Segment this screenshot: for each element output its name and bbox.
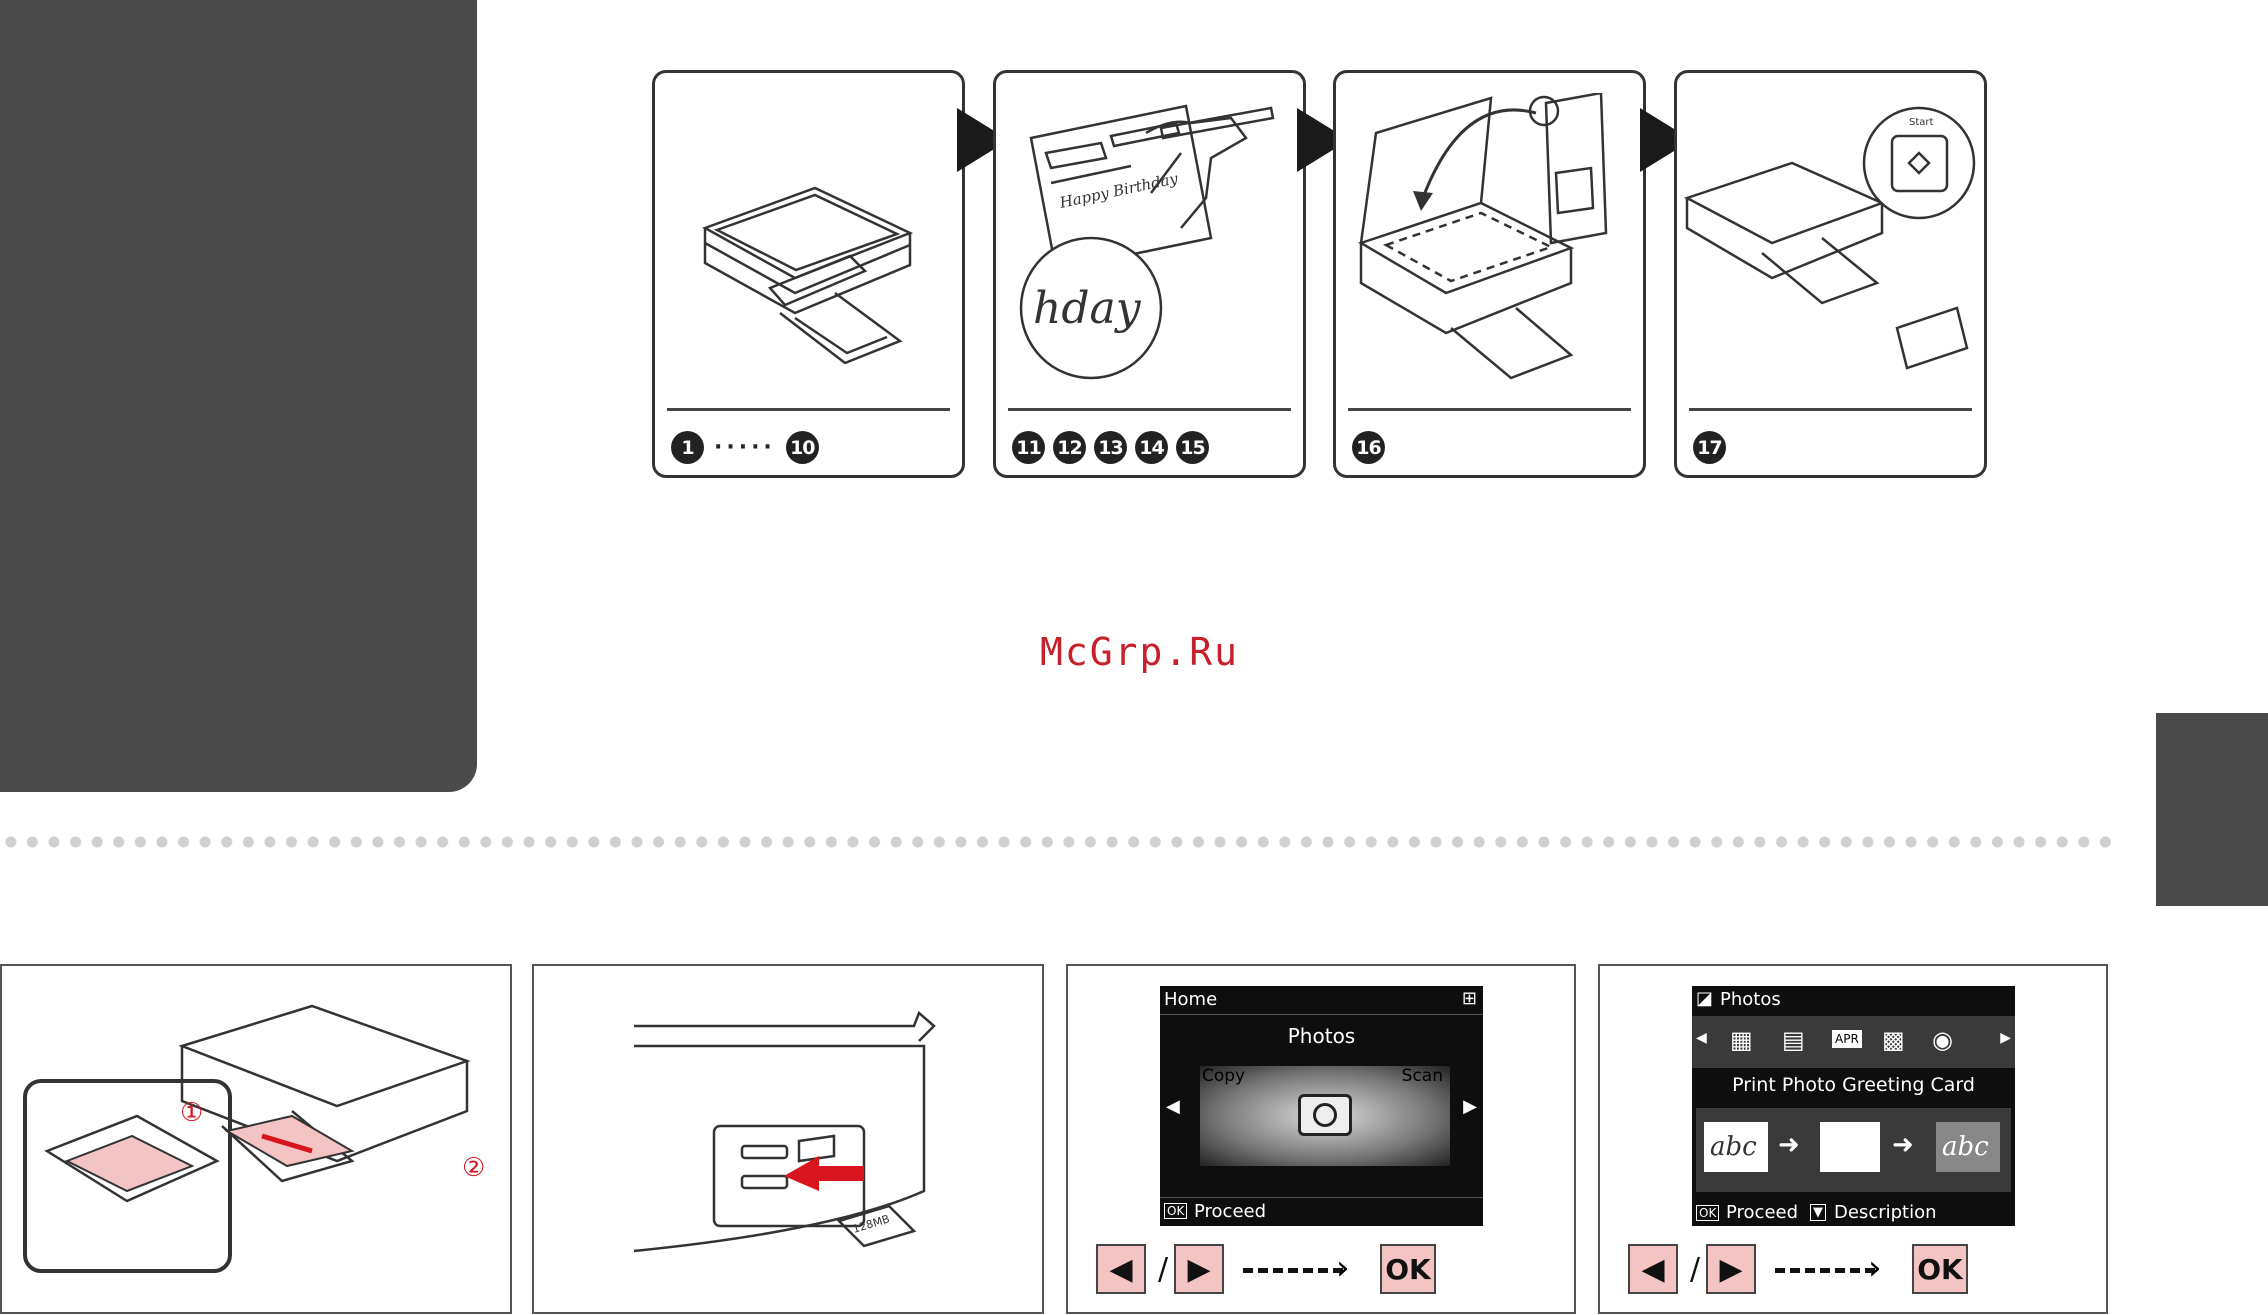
disc-icon[interactable]: ◉ [1932,1026,1953,1054]
step-range-dots: ····· [714,435,776,460]
panel-insert-card: 128MB [532,964,1044,1314]
layout-mode-icon[interactable]: ▤ [1782,1026,1805,1054]
scroll-right-icon[interactable]: ▶ [2000,1030,2011,1046]
network-icon: ⊞ [1462,988,1477,1009]
option-scan[interactable]: Scan [1402,1066,1443,1086]
screen-title: Print Photo Greeting Card [1692,1074,2015,1096]
start-label: Start [1909,117,1934,128]
step-number: 14 [1135,431,1168,464]
left-key-button[interactable]: ◀ [1628,1244,1678,1294]
paper-cassette-illustration: ① ② [22,1001,502,1291]
sample-output: abc [1936,1122,2000,1172]
option-copy[interactable]: Copy [1202,1066,1245,1086]
slash-separator: / [1158,1252,1168,1287]
screen-header: Home [1164,989,1217,1010]
step-box-2: Happy Birthday hday 11 12 13 14 15 [993,70,1306,478]
memory-card-slot-illustration: 128MB [634,1011,974,1291]
dashed-arrow [1243,1268,1343,1273]
step-number: 11 [1012,431,1045,464]
dotted-divider [0,835,2120,849]
card-text: Happy Birthday [1057,169,1180,212]
step-box-1: 1 ····· 10 [652,70,965,478]
step-number: 17 [1693,431,1726,464]
screen-header: Photos [1720,989,1781,1010]
down-arrow-icon: ▼ [1810,1204,1826,1221]
footer-proceed: Proceed [1194,1201,1266,1222]
step-numbers: 16 [1352,431,1385,464]
callout-2: ② [462,1153,485,1183]
step-box-4: Start 17 [1674,70,1987,478]
footer-description: Description [1834,1202,1937,1223]
camera-icon [1298,1094,1352,1136]
ok-badge: OK [1164,1203,1187,1219]
lcd-photos-screen: ◪ Photos ◀ ▦ ▤ APR ▩ ◉ ▶ Print Photo Gre… [1692,986,2015,1226]
photos-icon: ◪ [1696,988,1713,1009]
sample-handwriting: abc [1704,1122,1768,1172]
left-key-button[interactable]: ◀ [1096,1244,1146,1294]
step-number: 10 [786,431,819,464]
arrow-head-icon: › [1336,1248,1350,1288]
print-start-illustration: Start [1682,103,1982,383]
arrow-head-icon: › [1868,1248,1882,1288]
right-key-button[interactable]: ▶ [1174,1244,1224,1294]
screen-title: Photos [1160,1024,1483,1048]
ok-button[interactable]: OK [1912,1244,1968,1294]
step-number: 1 [671,431,704,464]
arrow-icon: ➜ [1778,1130,1800,1160]
template-icon [1820,1122,1880,1172]
step-divider [1689,408,1972,411]
watermark-text: McGrp.Ru [1040,630,1239,674]
step-divider [1008,408,1291,411]
lcd-home-screen: Home ⊞ Photos Copy Scan ◀ ▶ OK Proceed [1160,986,1483,1226]
panel-home-screen: Home ⊞ Photos Copy Scan ◀ ▶ OK Proceed ◀… [1066,964,1576,1314]
step-divider [1348,408,1631,411]
ok-badge: OK [1696,1205,1719,1221]
step-number: 12 [1053,431,1086,464]
scroll-right-icon[interactable]: ▶ [1463,1096,1477,1117]
panel-load-paper: ① ② [0,964,512,1314]
scroll-left-icon[interactable]: ◀ [1166,1096,1180,1117]
step-divider [667,408,950,411]
step-numbers: 1 ····· 10 [671,431,819,464]
slash-separator: / [1690,1252,1700,1287]
section-side-panel [0,0,477,792]
grid-mode-icon[interactable]: ▩ [1882,1026,1905,1054]
step-numbers: 17 [1693,431,1726,464]
footer-proceed: Proceed [1726,1202,1798,1223]
chapter-tab [2156,713,2268,906]
step-number: 16 [1352,431,1385,464]
apr-mode-icon[interactable]: APR [1832,1030,1862,1048]
callout-1: ① [180,1098,203,1128]
panel-photos-screen: ◪ Photos ◀ ▦ ▤ APR ▩ ◉ ▶ Print Photo Gre… [1598,964,2108,1314]
zoom-text: hday [1033,283,1142,334]
dashed-arrow [1775,1268,1875,1273]
step-number: 15 [1176,431,1209,464]
scroll-left-icon[interactable]: ◀ [1696,1030,1707,1046]
ok-button[interactable]: OK [1380,1244,1436,1294]
step-numbers: 11 12 13 14 15 [1012,431,1209,464]
right-key-button[interactable]: ▶ [1706,1244,1756,1294]
printer-illustration [675,113,945,383]
arrow-icon: ➜ [1892,1130,1914,1160]
scan-placement-illustration [1351,93,1636,398]
handwriting-illustration: Happy Birthday hday [1011,98,1296,398]
step-number: 13 [1094,431,1127,464]
step-box-3: 16 [1333,70,1646,478]
photo-mode-icon[interactable]: ▦ [1730,1026,1753,1054]
